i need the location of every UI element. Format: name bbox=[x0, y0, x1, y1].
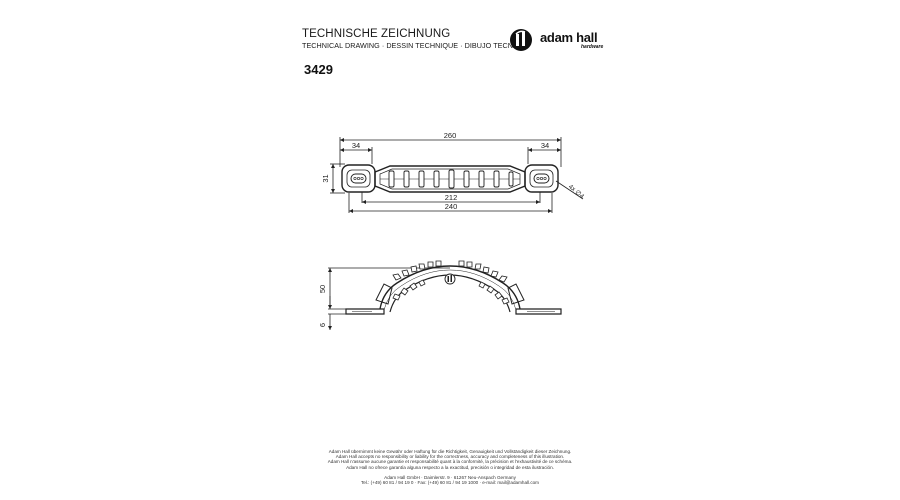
adam-hall-logo-icon bbox=[510, 29, 532, 51]
dim-right-end: 34 bbox=[541, 141, 549, 150]
dim-overall-length: 260 bbox=[444, 131, 457, 140]
dim-height: 31 bbox=[321, 174, 330, 182]
footer-disclaimer: Adam Hall übernimmt keine Gewähr oder Ha… bbox=[250, 449, 650, 485]
side-view-logo-icon bbox=[444, 273, 456, 285]
disclaimer-line-de: Adam Hall übernimmt keine Gewähr oder Ha… bbox=[328, 449, 572, 454]
dim-side-thickness: 6 bbox=[318, 323, 327, 327]
logo-wordmark: adam hall bbox=[540, 30, 598, 45]
company-address: Adam Hall GmbH · Daimlerstr. 9 · 61267 N… bbox=[384, 474, 516, 480]
logo-tagline: hardware bbox=[581, 44, 604, 50]
drawing-subtitle: TECHNICAL DRAWING · DESSIN TECHNIQUE · D… bbox=[302, 41, 526, 50]
dim-hole-callout: 4x ∅4 bbox=[567, 183, 586, 200]
top-view-grip-ribs bbox=[388, 169, 514, 189]
dim-body-length: 240 bbox=[445, 202, 458, 211]
company-contact: Tel.: (+49) 60 81 / 94 19 0 · Fax: (+49)… bbox=[360, 480, 540, 486]
dim-hole-spacing: 212 bbox=[445, 193, 458, 202]
side-view-grip-teeth bbox=[392, 260, 510, 305]
dim-left-end: 34 bbox=[352, 141, 360, 150]
disclaimer-line-en: Adam Hall accepts no responsibility or l… bbox=[335, 454, 565, 460]
disclaimer-line-fr: Adam Hall n'assume aucune garantie et re… bbox=[327, 459, 573, 465]
side-view bbox=[328, 265, 562, 330]
dim-side-height: 50 bbox=[318, 285, 327, 293]
disclaimer-line-es: Adam Hall no ofrece garantía alguna resp… bbox=[346, 464, 554, 470]
part-number: 3429 bbox=[304, 62, 333, 77]
drawing-title: TECHNISCHE ZEICHNUNG bbox=[302, 28, 451, 40]
